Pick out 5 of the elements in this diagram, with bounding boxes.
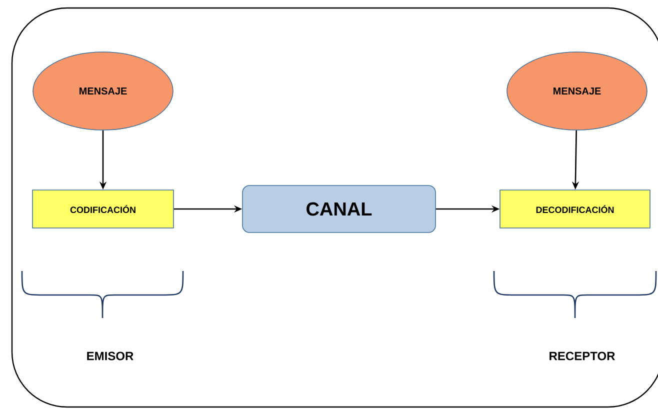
channel-box: CANAL	[242, 185, 436, 233]
process-box: CODIFICACIÓN	[32, 190, 174, 228]
process-box: DECODIFICACIÓN	[500, 190, 650, 228]
group-label: RECEPTOR	[550, 352, 615, 360]
group-label: EMISOR	[87, 352, 134, 360]
